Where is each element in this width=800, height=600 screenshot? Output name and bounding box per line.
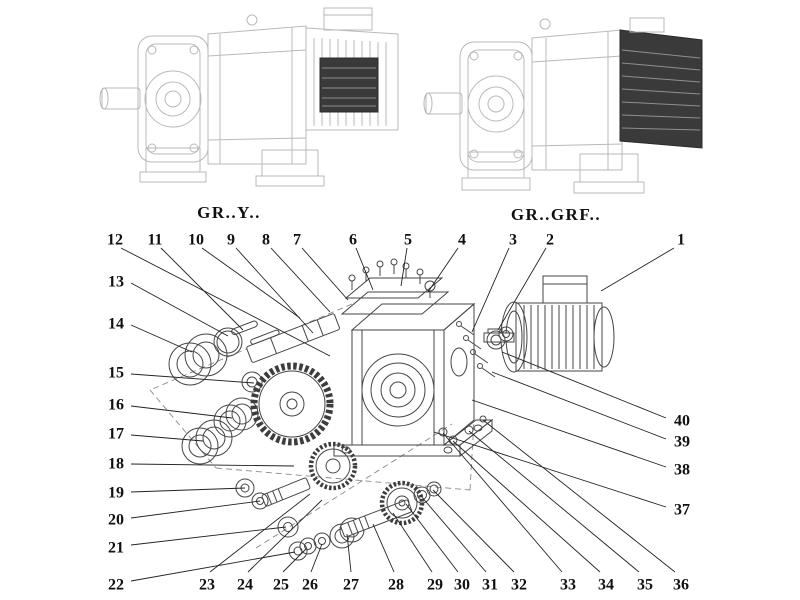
- callout-number-17: 17: [108, 426, 124, 443]
- callout-number-32: 32: [511, 577, 527, 594]
- callout-number-2: 2: [546, 232, 554, 249]
- callout-leader-17: [130, 434, 204, 442]
- callout-leader-35: [468, 430, 640, 573]
- callout-number-7: 7: [293, 232, 301, 249]
- callout-number-5: 5: [404, 232, 412, 249]
- callout-leader-36: [482, 419, 676, 573]
- callout-leader-38: [471, 399, 667, 468]
- callout-leader-4: [427, 247, 459, 293]
- callout-leader-18: [130, 463, 295, 467]
- construction-lines: [149, 303, 475, 549]
- motor: [483, 275, 615, 373]
- callout-leader-28: [372, 523, 395, 573]
- callout-leader-15: [130, 373, 255, 384]
- callout-leader-9: [235, 247, 314, 334]
- callout-leader-30: [405, 503, 459, 573]
- inspection-cover: [340, 277, 450, 315]
- callout-number-1: 1: [677, 232, 685, 249]
- callout-number-31: 31: [482, 577, 498, 594]
- callout-leader-6: [355, 247, 374, 291]
- callout-leader-40: [501, 351, 667, 419]
- callout-number-22: 22: [108, 577, 124, 594]
- callout-leader-26: [310, 543, 323, 573]
- callout-number-26: 26: [302, 577, 318, 594]
- variant-label-gr-y: GR..Y..: [197, 203, 261, 222]
- callout-leader-13: [130, 282, 229, 337]
- output-shaft-parts: [168, 313, 340, 465]
- callout-number-28: 28: [388, 577, 404, 594]
- callout-leader-19: [130, 487, 246, 493]
- callout-number-11: 11: [147, 232, 162, 249]
- callout-number-8: 8: [262, 232, 270, 249]
- callout-leader-25: [282, 548, 307, 573]
- callout-number-40: 40: [674, 413, 690, 430]
- callout-number-30: 30: [454, 577, 470, 594]
- callout-leader-27: [346, 533, 352, 573]
- callout-number-24: 24: [237, 577, 253, 594]
- callout-leader-32: [432, 489, 515, 573]
- callout-number-19: 19: [108, 485, 124, 502]
- callout-leader-1: [600, 247, 675, 292]
- variant-label-gr-grf: GR..GRF..: [511, 205, 601, 224]
- callout-leader-12: [120, 247, 331, 357]
- gear-train-parts: [235, 441, 442, 561]
- callout-leader-33: [442, 432, 563, 573]
- callout-number-23: 23: [199, 577, 215, 594]
- input-parts: [456, 321, 514, 378]
- callout-leader-23: [209, 493, 311, 573]
- callout-leader-16: [130, 405, 233, 419]
- callout-leader-31: [420, 495, 487, 573]
- callout-leader-3: [471, 247, 510, 333]
- callout-number-12: 12: [107, 232, 123, 249]
- assembled-view-gr-grf: [423, 17, 703, 194]
- exploded-view: [149, 258, 615, 561]
- callout-number-3: 3: [509, 232, 517, 249]
- callout-leader-24: [247, 499, 323, 573]
- callout-number-36: 36: [673, 577, 689, 594]
- callout-number-14: 14: [108, 316, 124, 333]
- callout-leader-20: [130, 500, 261, 519]
- callout-number-9: 9: [227, 232, 235, 249]
- callout-number-15: 15: [108, 365, 124, 382]
- callout-leader-34: [452, 440, 601, 573]
- callout-number-10: 10: [188, 232, 204, 249]
- callout-number-13: 13: [108, 274, 124, 291]
- callout-leader-11: [160, 247, 244, 331]
- callout-number-4: 4: [458, 232, 466, 249]
- assembled-view-gr-y: [99, 7, 399, 187]
- callout-leader-10: [201, 247, 301, 319]
- callout-number-18: 18: [108, 456, 124, 473]
- callout-leader-7: [301, 247, 349, 301]
- callout-number-34: 34: [598, 577, 614, 594]
- callout-leader-39: [491, 371, 667, 440]
- callout-number-21: 21: [108, 540, 124, 557]
- callout-number-6: 6: [349, 232, 357, 249]
- callout-leader-37: [433, 431, 667, 508]
- flange-bolts: [456, 321, 496, 378]
- callout-number-37: 37: [674, 502, 690, 519]
- callout-leader-5: [400, 247, 408, 287]
- callout-leader-14: [130, 324, 193, 353]
- callout-number-39: 39: [674, 434, 690, 451]
- callout-number-25: 25: [273, 577, 289, 594]
- callout-leader-2: [497, 247, 547, 331]
- callout-leader-22: [130, 551, 296, 582]
- callout-leader-29: [392, 512, 433, 573]
- callout-number-27: 27: [343, 577, 359, 594]
- callout-number-20: 20: [108, 512, 124, 529]
- gear-housing: [333, 302, 494, 458]
- callout-number-35: 35: [637, 577, 653, 594]
- callout-number-38: 38: [674, 462, 690, 479]
- callout-leader-21: [130, 526, 287, 546]
- callout-leader-8: [270, 247, 331, 313]
- callout-number-16: 16: [108, 397, 124, 414]
- callout-number-33: 33: [560, 577, 576, 594]
- callout-number-29: 29: [427, 577, 443, 594]
